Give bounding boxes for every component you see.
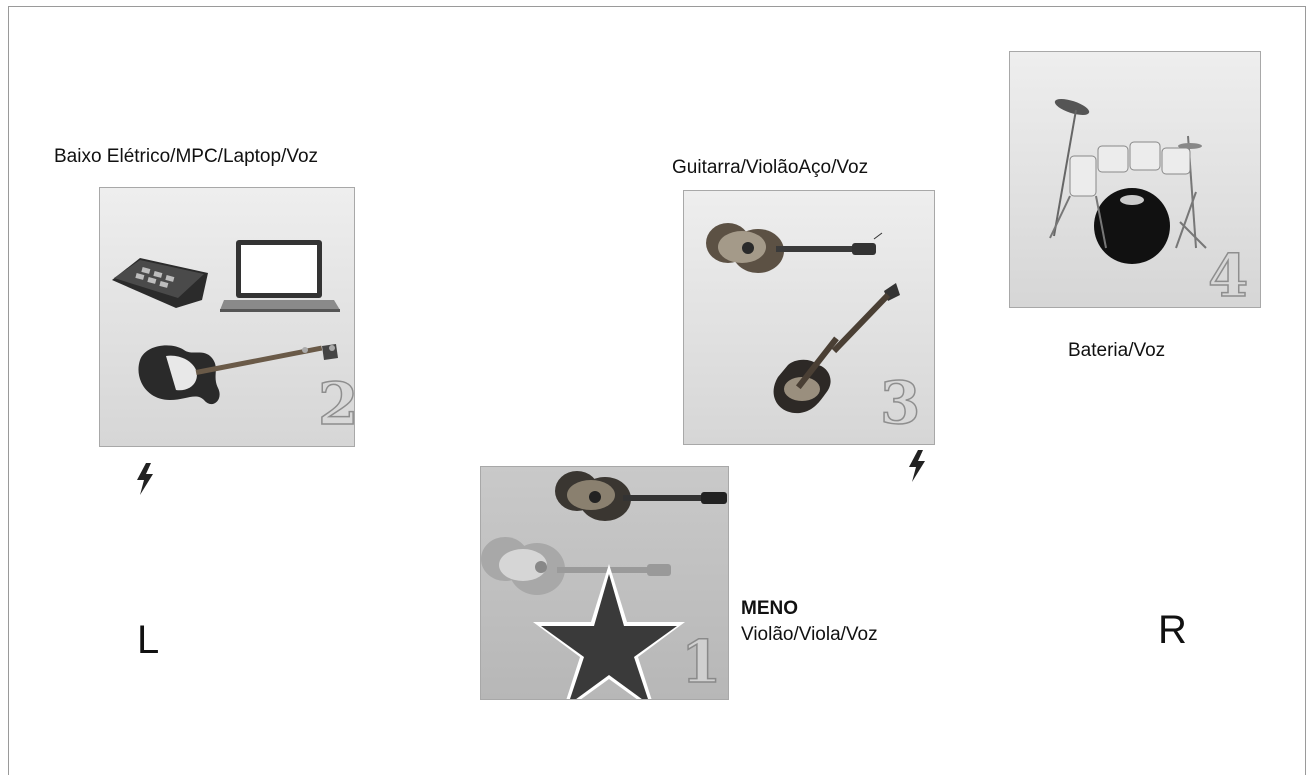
position-4-box: 4 <box>1009 51 1261 308</box>
acoustic-guitar-icon <box>706 223 883 273</box>
stage-frame <box>8 6 1306 775</box>
position-3-box: 3 <box>683 190 935 445</box>
electric-bass-icon <box>138 344 338 405</box>
position-3-instruments: Guitarra/ViolãoAço/Voz <box>672 157 869 178</box>
power-outlet-icon <box>909 450 925 482</box>
star-icon <box>533 564 685 699</box>
drum-kit-icon <box>1049 99 1207 264</box>
mpc-icon <box>112 258 208 308</box>
electric-guitar-icon <box>773 283 900 414</box>
position-4-instruments: Bateria/Voz <box>1068 340 1166 361</box>
laptop-icon <box>220 240 340 312</box>
stage-left-label: L <box>137 618 160 662</box>
position-1-box: 1 <box>480 466 729 700</box>
power-outlet-icon <box>137 463 153 495</box>
position-1-instruments: Violão/Viola/Voz <box>741 624 878 645</box>
position-2-box: 2 <box>99 187 355 447</box>
position-1-name: MENO <box>741 598 798 619</box>
position-number-1: 1 <box>681 628 721 696</box>
acoustic-guitar-icon <box>555 471 727 521</box>
position-2-instruments: Baixo Elétrico/MPC/Laptop/Voz <box>54 146 319 167</box>
position-number-4: 4 <box>1208 242 1248 308</box>
position-number-2: 2 <box>318 370 355 438</box>
classical-guitar-icon <box>481 537 671 595</box>
position-number-3: 3 <box>880 369 920 437</box>
stage-right-label: R <box>1158 608 1187 652</box>
